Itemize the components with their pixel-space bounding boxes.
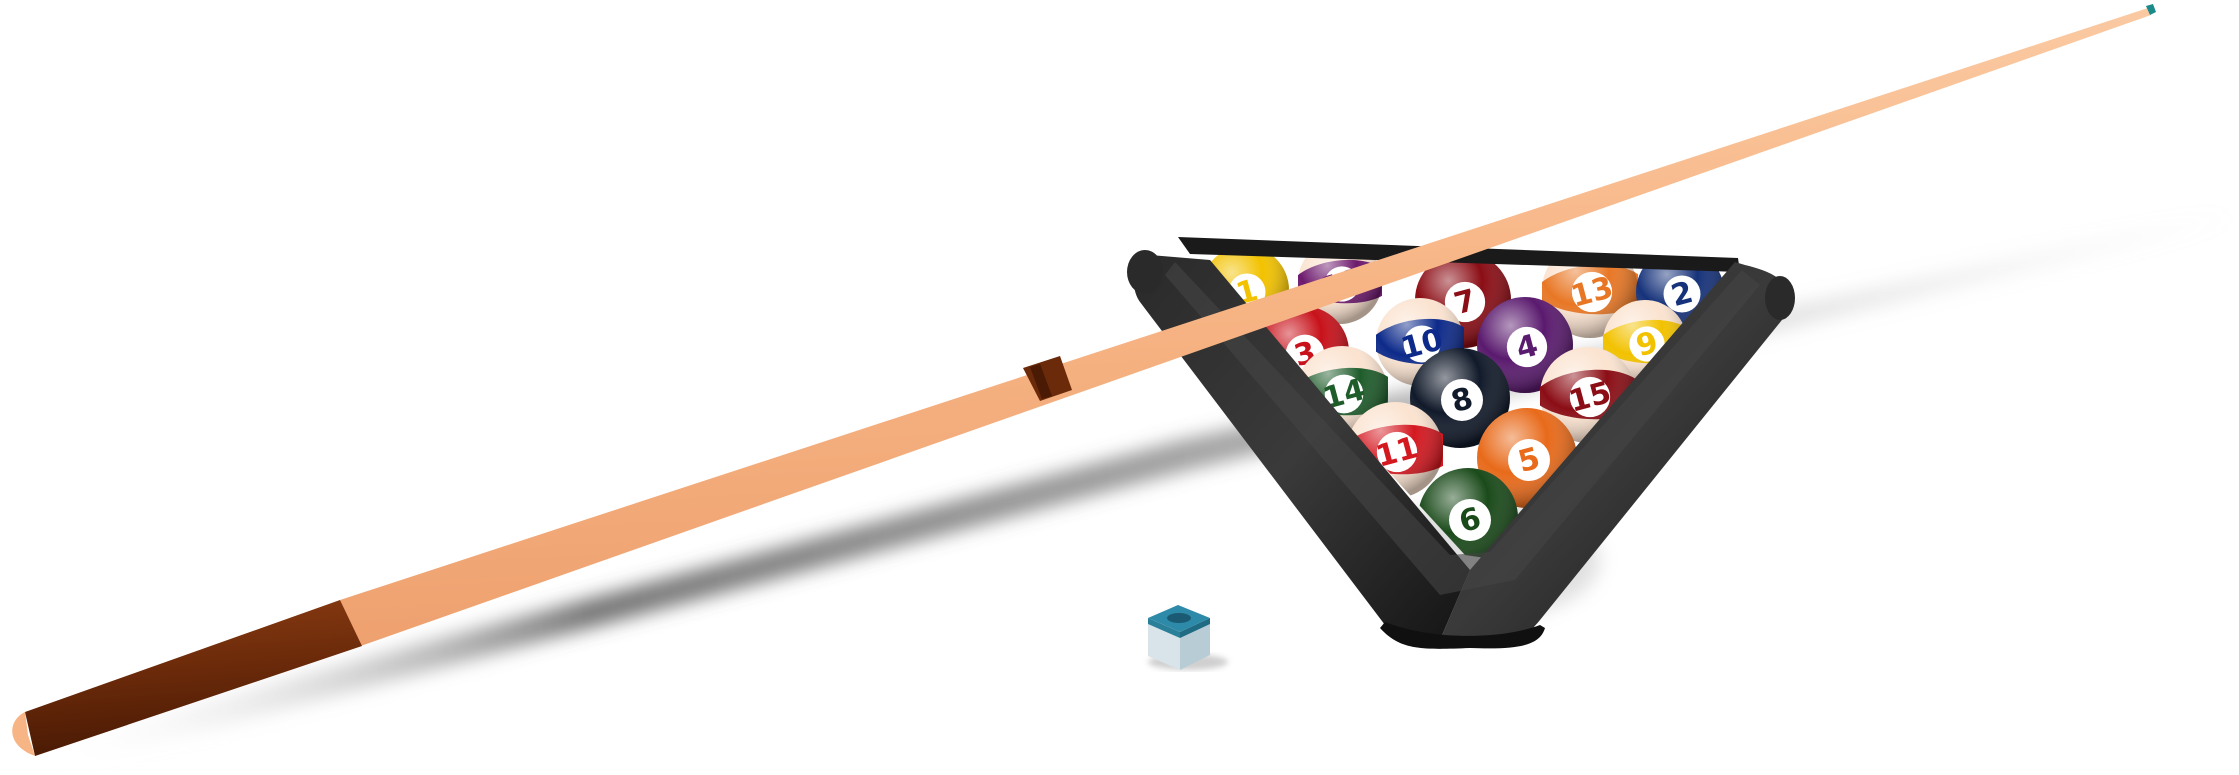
cue-shaft [340,8,2151,648]
chalk-cube [1148,605,1228,670]
cue-tip [2146,4,2156,15]
ball-number-disc [1629,326,1665,362]
ball-8: 8 [1410,348,1510,448]
ball-number-disc [1376,431,1418,473]
pool-cue [12,4,2156,756]
cue-butt [25,600,362,756]
ball-number-disc [1571,271,1613,313]
cue-butt-cap [12,712,35,756]
ball-number-disc [1403,325,1441,363]
ball-number-disc [1324,374,1364,414]
ball-number-disc [1449,499,1491,541]
ball-number-disc [1441,379,1483,421]
ball-number-disc [1444,281,1486,323]
ball-number-disc [1508,439,1550,481]
ball-number-disc [1663,275,1701,313]
ball-number-disc [1569,376,1611,418]
ball-number-disc [1506,326,1548,368]
